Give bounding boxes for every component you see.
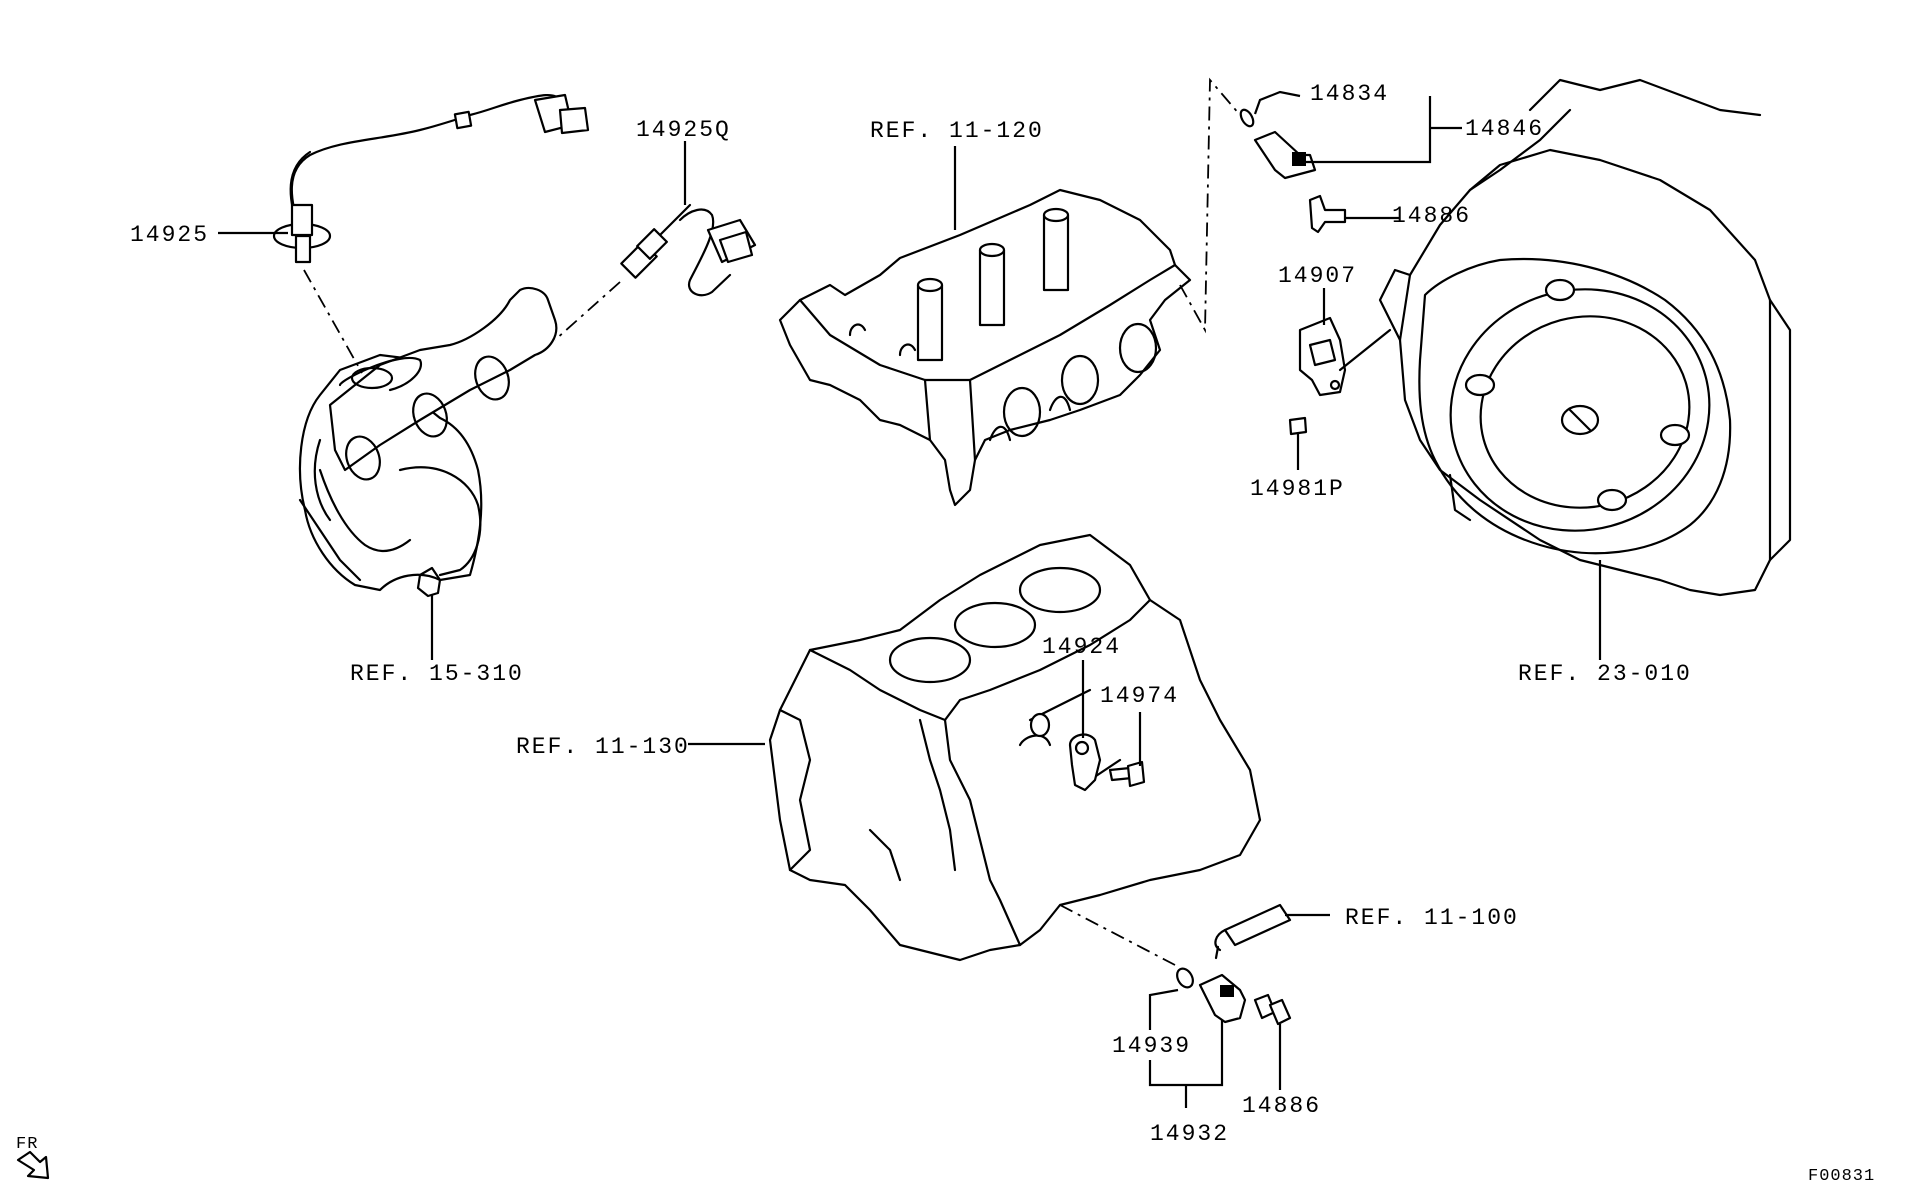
label-14886-bottom: 14886 bbox=[1242, 1093, 1321, 1119]
leader-lines bbox=[218, 90, 1602, 1108]
front-direction-indicator: FR bbox=[16, 1135, 50, 1180]
label-14925: 14925 bbox=[130, 222, 209, 248]
transmission-drawing bbox=[1378, 78, 1792, 597]
oil-level-tube-ref-11-100 bbox=[1214, 903, 1292, 960]
label-14886-top: 14886 bbox=[1392, 203, 1471, 229]
oxygen-sensor-14925 bbox=[272, 93, 590, 264]
label-ref-11-120: REF. 11-120 bbox=[870, 118, 1044, 144]
cylinder-head-drawing bbox=[778, 188, 1192, 507]
label-14981p: 14981P bbox=[1250, 476, 1345, 502]
camshaft-position-sensor-14846 bbox=[1239, 108, 1347, 234]
label-14925q: 14925Q bbox=[636, 117, 731, 143]
callout-labels: 14925 14925Q REF. 11-120 14834 14846 148… bbox=[130, 81, 1692, 1147]
cam-sensor-axis-line bbox=[1179, 77, 1241, 334]
front-arrow-icon bbox=[16, 1150, 50, 1180]
label-14834: 14834 bbox=[1310, 81, 1389, 107]
label-14932: 14932 bbox=[1150, 1121, 1229, 1147]
label-14924: 14924 bbox=[1042, 634, 1121, 660]
label-ref-15-310: REF. 15-310 bbox=[350, 661, 524, 687]
cylinder-block-drawing bbox=[768, 533, 1262, 962]
crank-sensor-axis-line bbox=[1059, 904, 1176, 966]
diagram-id: F00831 bbox=[1808, 1167, 1875, 1186]
label-14939: 14939 bbox=[1112, 1033, 1191, 1059]
label-14974: 14974 bbox=[1100, 683, 1179, 709]
label-ref-23-010: REF. 23-010 bbox=[1518, 661, 1692, 687]
bracket-14907 bbox=[1288, 316, 1392, 436]
label-ref-11-100: REF. 11-100 bbox=[1345, 905, 1519, 931]
sensor-14925q-axis-line bbox=[554, 281, 621, 341]
crankshaft-position-sensor-14932 bbox=[1176, 967, 1292, 1026]
exhaust-manifold-drawing bbox=[298, 286, 558, 598]
label-14907: 14907 bbox=[1278, 263, 1357, 289]
front-direction-label: FR bbox=[16, 1135, 38, 1154]
sensor-14925-axis-line bbox=[303, 269, 363, 374]
label-14846: 14846 bbox=[1465, 116, 1544, 142]
oxygen-sensor-14925q bbox=[620, 203, 757, 297]
label-ref-11-130: REF. 11-130 bbox=[516, 734, 690, 760]
knock-sensor-14924 bbox=[1068, 733, 1146, 792]
